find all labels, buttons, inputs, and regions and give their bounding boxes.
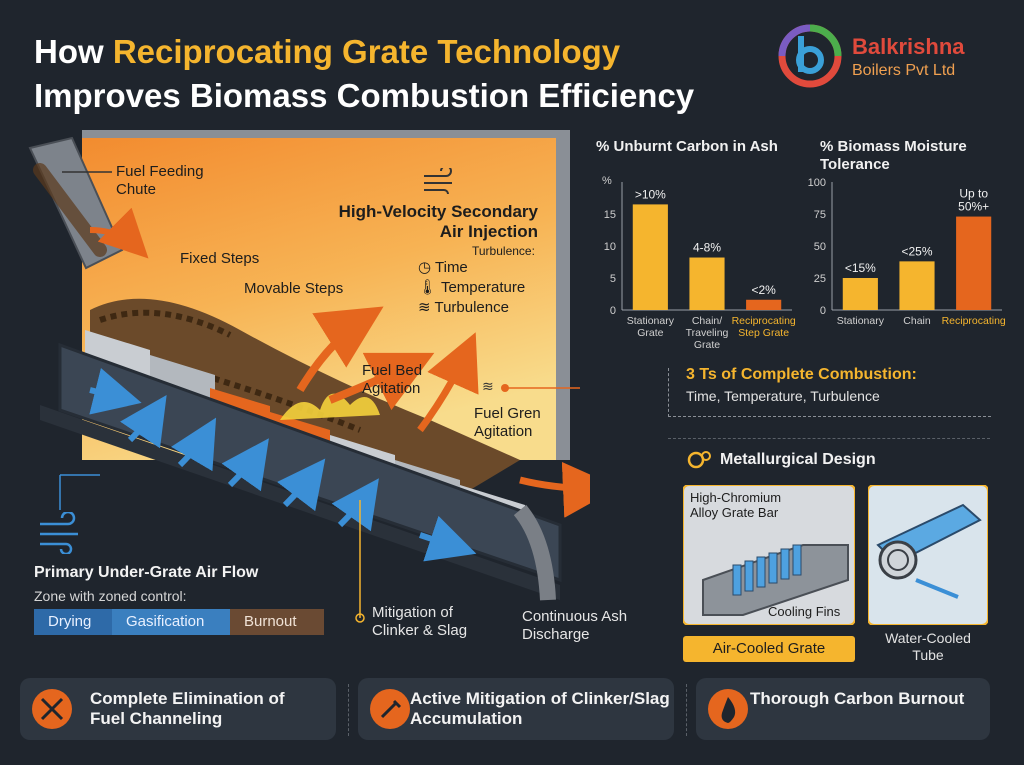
label-fuel-bed-agitation: Fuel Bed Agitation	[362, 362, 423, 397]
shovel-icon	[370, 689, 410, 729]
y-tick-label: 10	[604, 241, 616, 253]
label-ash-discharge: Continuous Ash Discharge	[522, 608, 628, 643]
y-tick-label: 5	[610, 273, 616, 285]
label-fuel-chute: Fuel Feeding Chute	[116, 163, 204, 198]
y-tick-label: 50	[814, 241, 826, 253]
y-tick-label: 0	[610, 305, 616, 317]
thermometer-icon: 🌡	[418, 279, 441, 296]
label-fuel-gren-agitation: Fuel Gren Agitation	[474, 405, 541, 440]
chart-unburnt-carbon: %051015>10%StationaryGrate4-8%Chain/Trav…	[602, 175, 796, 351]
category-label: Grate	[637, 327, 663, 339]
chart2-title: % Biomass Moisture Tolerance	[820, 138, 967, 173]
zone-bar: Drying Gasification Burnout	[34, 609, 324, 635]
category-label: Stationary	[627, 315, 675, 327]
benefit-divider	[348, 684, 349, 736]
clock-icon: ◷	[418, 259, 435, 276]
label-cooling-fins: Cooling Fins	[768, 604, 841, 619]
chart-moisture-tolerance: 0 25 50 75 100 <15% Stationary <25% Chain Up to50…	[808, 177, 1006, 327]
zone-gasification: Gasification	[112, 609, 230, 635]
data-label: 50%+	[958, 200, 989, 214]
brand-subtitle: Boilers Pvt Ltd	[852, 62, 956, 79]
category-label: Chain/	[692, 315, 722, 327]
category-label: Traveling	[686, 327, 729, 339]
label-secondary-air: High-Velocity Secondary Air Injection	[338, 202, 538, 241]
bar	[842, 278, 878, 310]
benefit-text: Active Mitigation of Clinker/Slag Accumu…	[410, 689, 670, 728]
category-label: Step Grate	[738, 327, 789, 339]
label-zone-control: Zone with zoned control:	[34, 588, 187, 604]
title-line2: Improves Biomass Combustion Efficiency	[34, 77, 695, 114]
category-label: Reciprocating	[732, 315, 796, 327]
page-title: How Reciprocating Grate Technology Impro…	[34, 33, 695, 114]
data-label: <25%	[901, 244, 932, 258]
bar	[689, 257, 725, 310]
label-turbulence-heading: Turbulence:	[472, 244, 535, 258]
y-axis-label: %	[602, 175, 612, 187]
data-label: <2%	[751, 283, 776, 297]
three-ts-list: ◷ Time 🌡 Temperature ≋ Turbulence	[418, 258, 525, 318]
bar	[956, 216, 992, 310]
y-tick-label: 15	[604, 209, 616, 221]
water-tube-illustration	[868, 485, 988, 625]
benefit-card-burnout: Thorough Carbon Burnout	[696, 678, 990, 740]
wind-icon-small: ≋	[482, 378, 494, 394]
category-label: Stationary	[837, 315, 885, 327]
label-alloy-bar: High-Chromium Alloy Grate Bar	[690, 490, 782, 520]
label-clinker: Mitigation of Clinker & Slag	[372, 604, 468, 639]
bar	[899, 261, 935, 310]
y-tick-label: 75	[814, 209, 826, 221]
data-label: 4-8%	[693, 241, 721, 255]
time-row: ◷ Time	[418, 259, 468, 276]
wind-icon	[424, 168, 452, 194]
title-highlight: Reciprocating Grate Technology	[112, 33, 621, 70]
y-tick-label: 0	[820, 305, 826, 317]
label-movable-steps: Movable Steps	[244, 280, 344, 297]
zone-burnout: Burnout	[230, 609, 324, 635]
grate-bar-illustration	[683, 485, 855, 625]
data-label: Up to	[959, 187, 988, 201]
bar	[632, 204, 668, 310]
zone-drying: Drying	[34, 609, 112, 635]
furnace-diagram	[28, 130, 590, 623]
bar	[746, 299, 782, 310]
data-label: >10%	[635, 187, 666, 201]
benefit-text: Thorough Carbon Burnout	[750, 689, 965, 708]
category-label: Grate	[694, 339, 720, 351]
three-ts-box	[668, 368, 991, 417]
y-tick-label: 100	[808, 177, 826, 189]
label-primary-air: Primary Under-Grate Air Flow	[34, 564, 259, 581]
benefit-card-clinker: Active Mitigation of Clinker/Slag Accumu…	[358, 678, 674, 740]
label-fixed-steps: Fixed Steps	[180, 250, 260, 267]
section-divider	[668, 438, 990, 440]
turbulence-row: ≋ Turbulence	[418, 299, 509, 316]
air-cooled-badge: Air-Cooled Grate	[683, 636, 855, 662]
benefit-text: Complete Elimination of Fuel Channeling	[90, 689, 285, 728]
temperature-row: 🌡 Temperature	[418, 279, 526, 296]
benefit-card-channeling: Complete Elimination of Fuel Channeling	[20, 678, 336, 740]
brand-logo-icon	[778, 24, 842, 88]
category-label: Reciprocating	[942, 315, 1006, 327]
no-channel-icon	[32, 689, 72, 729]
gear-icon	[687, 451, 711, 469]
data-label: <15%	[845, 261, 876, 275]
metallurgy-heading: Metallurgical Design	[720, 451, 876, 468]
wind-small-icon: ≋	[418, 299, 435, 316]
three-ts-heading: 3 Ts of Complete Combustion:	[686, 366, 917, 383]
three-ts-body: Time, Temperature, Turbulence	[686, 388, 880, 404]
flame-icon	[708, 689, 748, 729]
benefit-divider	[686, 684, 687, 736]
chart1-title: % Unburnt Carbon in Ash	[596, 138, 778, 155]
category-label: Chain	[903, 315, 931, 327]
y-tick-label: 25	[814, 273, 826, 285]
air-flow-icon	[40, 512, 78, 554]
label-water-cooled: Water-Cooled Tube	[885, 630, 971, 663]
brand-name: Balkrishna	[852, 34, 965, 59]
